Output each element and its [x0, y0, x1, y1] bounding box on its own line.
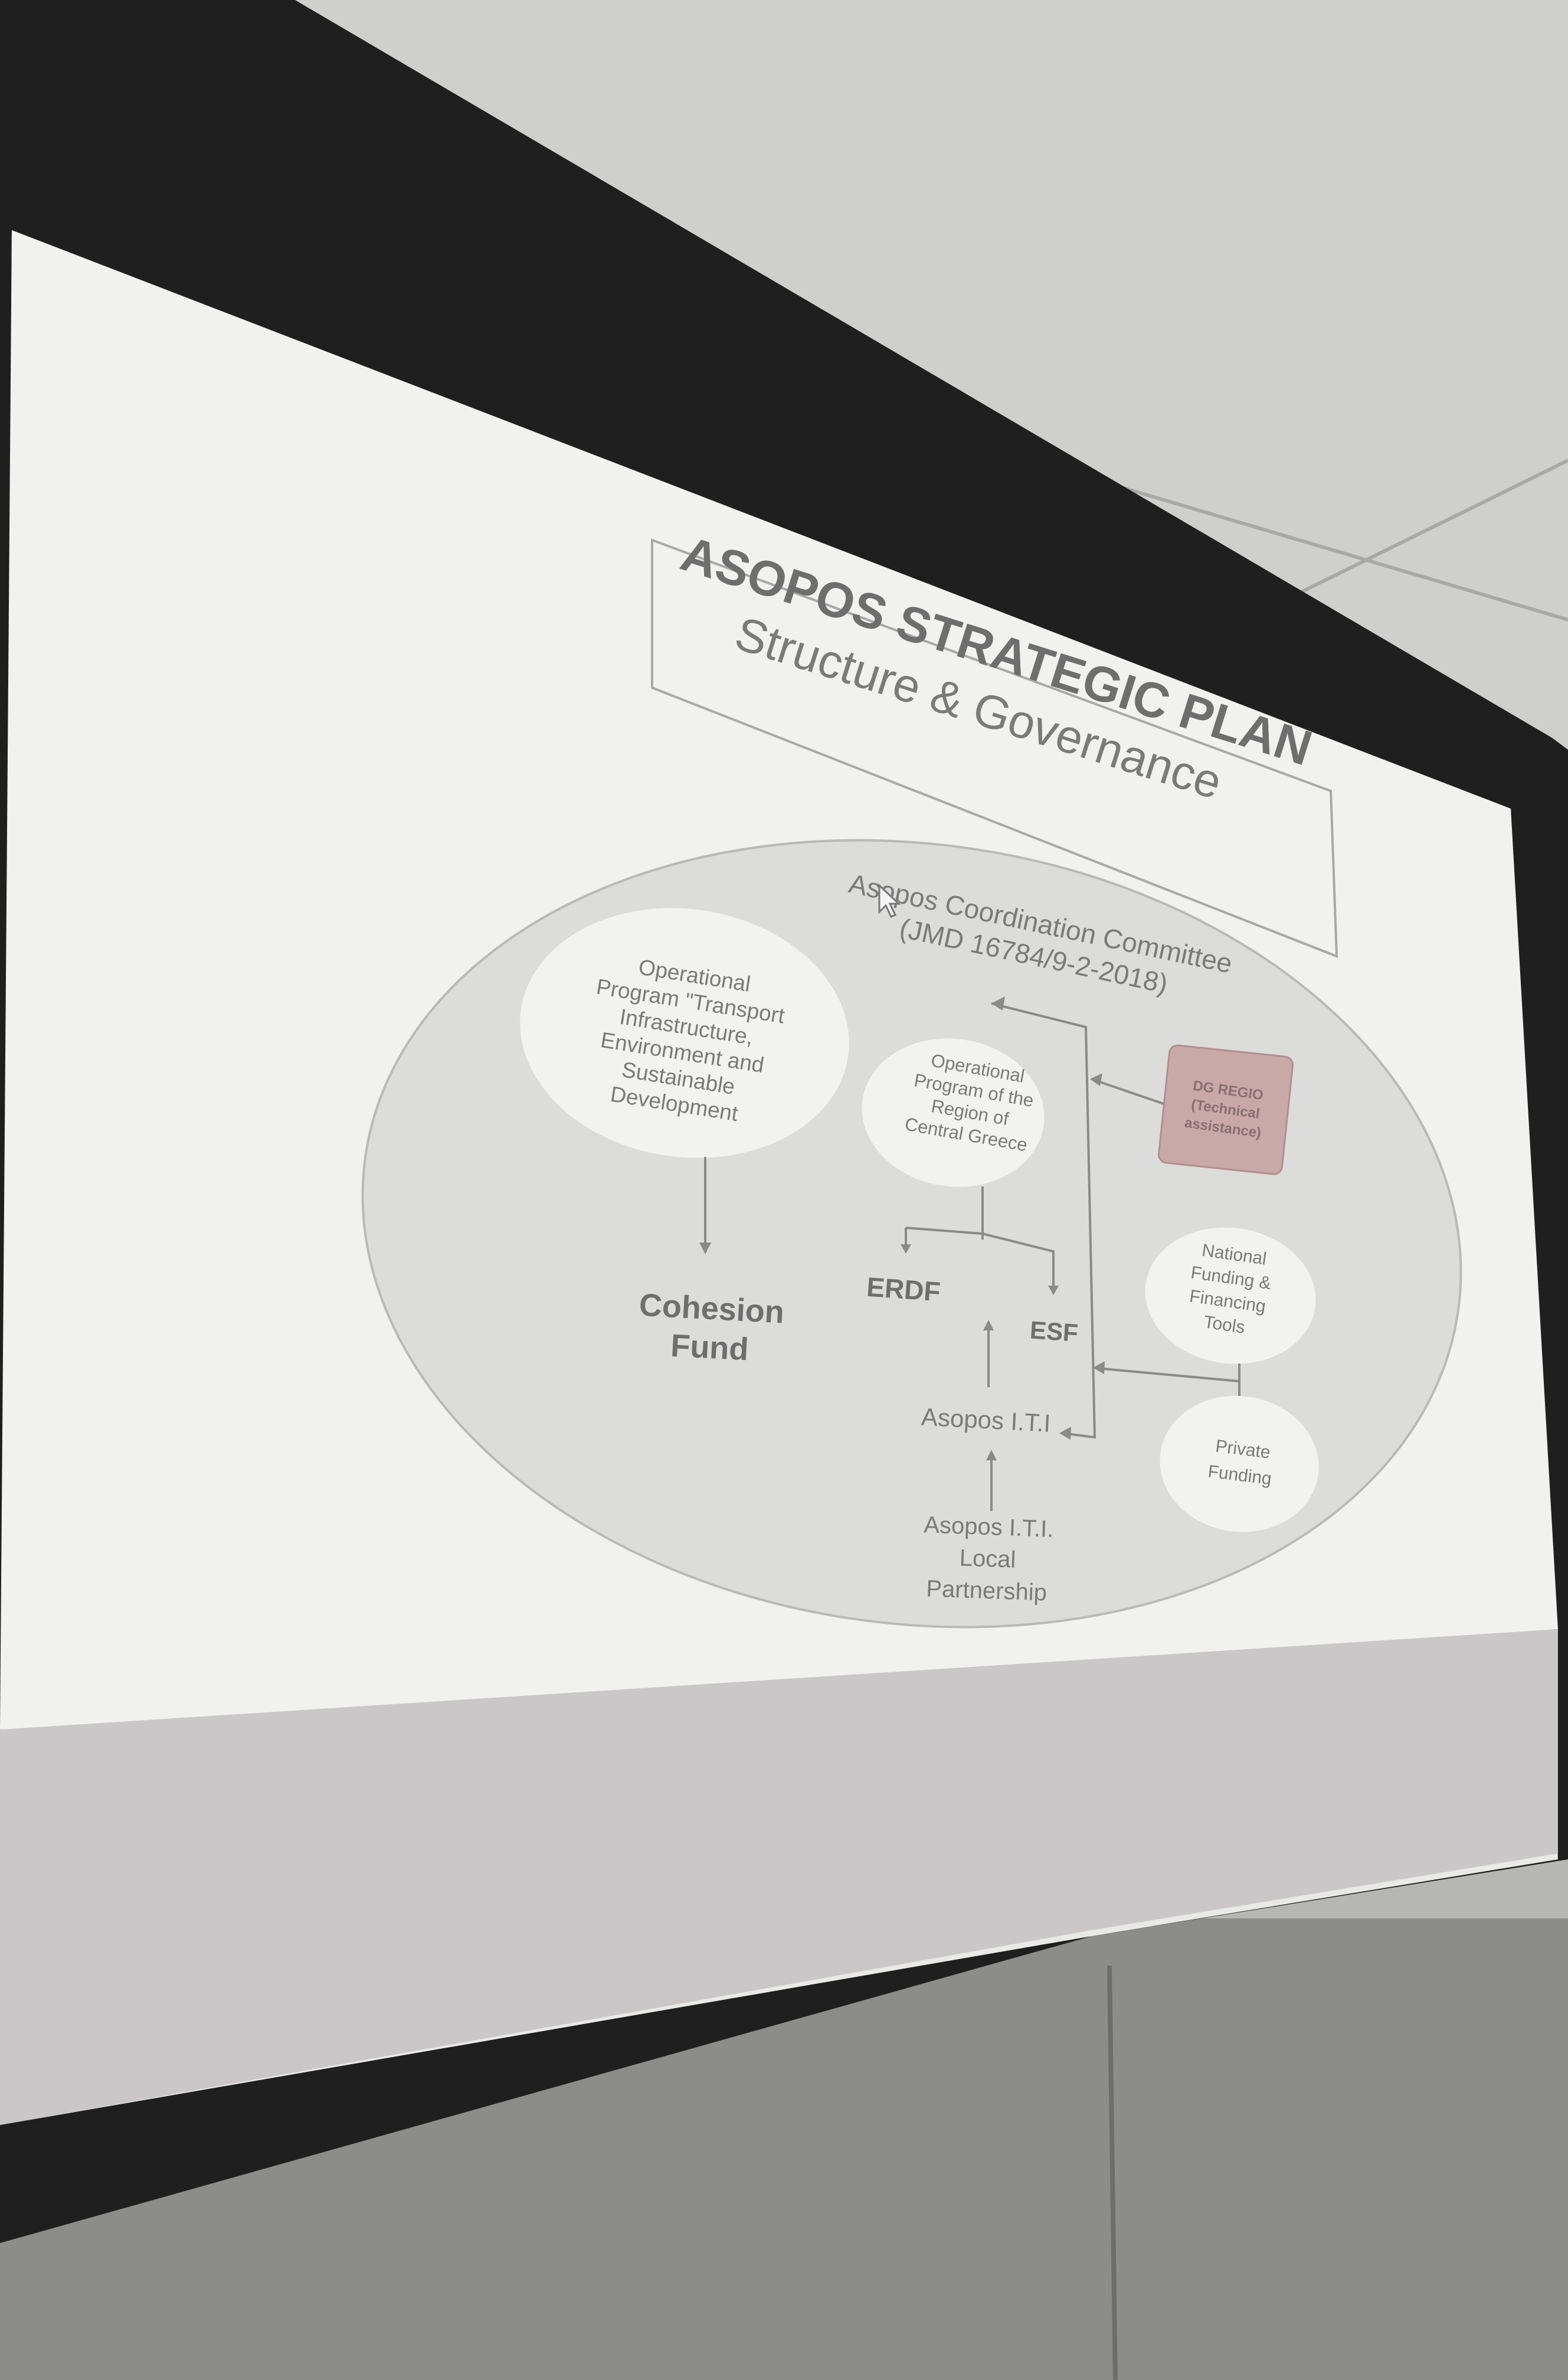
dg-regio-box [1158, 1044, 1294, 1175]
partnership-line-3: Partnership [926, 1575, 1047, 1606]
partnership-line-1: Asopos I.T.I. [924, 1512, 1055, 1542]
split-erdf-esf [905, 1227, 1055, 1287]
cohesion-line-2: Fund [670, 1328, 749, 1368]
funding-to-iti [1097, 1367, 1240, 1382]
national-funding-bubble [1145, 1227, 1316, 1364]
erdf-label: ERDF [866, 1271, 942, 1307]
mouse-pointer-icon [878, 883, 901, 918]
partnership-line-2: Local [959, 1545, 1016, 1572]
esf-label: ESF [1029, 1316, 1079, 1347]
arrowhead-dgregio [1090, 1073, 1102, 1086]
op-region-bubble [862, 1038, 1045, 1187]
op-transport-bubble [520, 908, 849, 1158]
ceiling-seam-2 [1268, 459, 1568, 610]
title-box [651, 538, 1338, 958]
committee-connector [991, 1002, 1096, 1439]
arrow-dgregio [1094, 1079, 1164, 1105]
arrowhead-partnership [986, 1450, 997, 1460]
arrowhead-funding [1093, 1361, 1105, 1374]
private-funding-bubble [1160, 1395, 1319, 1532]
screen-lower-band [0, 1629, 1558, 2125]
cohesion-line-1: Cohesion [639, 1287, 785, 1330]
iti-label: Asopos I.T.I [921, 1402, 1052, 1437]
arrowhead-iti-right [1059, 1427, 1071, 1440]
wall-seam [1107, 1965, 1118, 2380]
arrowhead-esf [1048, 1286, 1059, 1295]
arrowhead-cohesion [699, 1243, 711, 1254]
ceiling-seam [1050, 465, 1568, 622]
arrowhead-erdf [901, 1244, 911, 1254]
arrowhead-committee [991, 996, 1005, 1011]
arrowhead-iti-up [983, 1320, 994, 1330]
